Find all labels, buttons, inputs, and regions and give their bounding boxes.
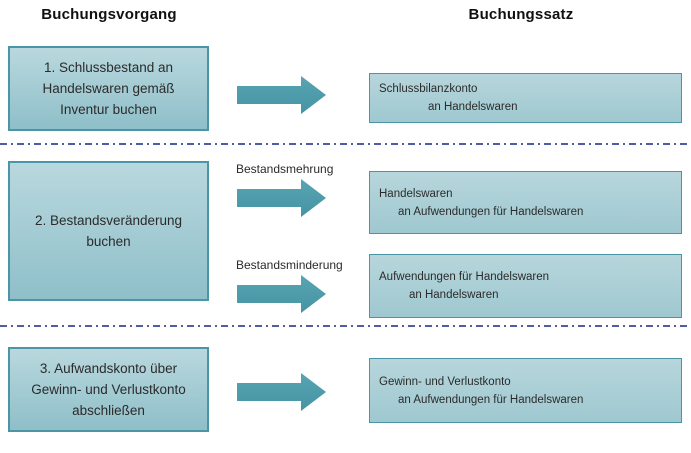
entry-credit-line: an Handelswaren (428, 101, 518, 113)
process-box-step-2: 2. Bestandsveränderung buchen (8, 161, 209, 301)
process-step-3-text: 3. Aufwandskonto über Gewinn- und Verlus… (31, 361, 186, 418)
process-box-step-1: 1. Schlussbestand an Handelswaren gemäß … (8, 46, 209, 131)
entry-debit-line: Handelswaren (379, 187, 453, 200)
arrow-right-icon (237, 76, 326, 114)
process-step-2-text: 2. Bestandsveränderung buchen (34, 213, 183, 249)
entry-box-schlussbilanzkonto: Schlussbilanzkonto an Handelswaren (369, 73, 682, 123)
column-header-buchungsvorgang: Buchungsvorgang (41, 6, 177, 23)
entry-debit-line: Aufwendungen für Handelswaren (379, 271, 550, 283)
entry-box-gewinn-verlust: Gewinn- und Verlustkonto an Aufwendungen… (369, 358, 682, 423)
column-header-buchungssatz: Buchungssatz (468, 6, 574, 23)
arrow-right-icon (237, 275, 326, 313)
process-step-1-text: 1. Schlussbestand an Handelswaren gemäß … (42, 60, 175, 117)
arrow-right-icon (237, 179, 326, 217)
arrow-label-bestandsminderung: Bestandsminderung (236, 258, 343, 272)
entry-debit-line: Gewinn- und Verlustkonto (379, 375, 511, 388)
section-divider (0, 325, 691, 327)
entry-credit-line: an Handelswaren (409, 289, 499, 301)
entry-credit-line: an Aufwendungen für Handelswaren (398, 393, 584, 406)
section-divider (0, 143, 691, 145)
arrow-label-bestandsmehrung: Bestandsmehrung (236, 162, 334, 176)
arrow-right-icon (237, 373, 326, 411)
entry-credit-line: an Aufwendungen für Handelswaren (398, 205, 584, 218)
process-box-step-3: 3. Aufwandskonto über Gewinn- und Verlus… (8, 347, 209, 432)
entry-box-bestandsmehrung: Handelswaren an Aufwendungen für Handels… (369, 171, 682, 234)
entry-debit-line: Schlussbilanzkonto (379, 83, 478, 95)
entry-box-bestandsminderung: Aufwendungen für Handelswaren an Handels… (369, 254, 682, 318)
